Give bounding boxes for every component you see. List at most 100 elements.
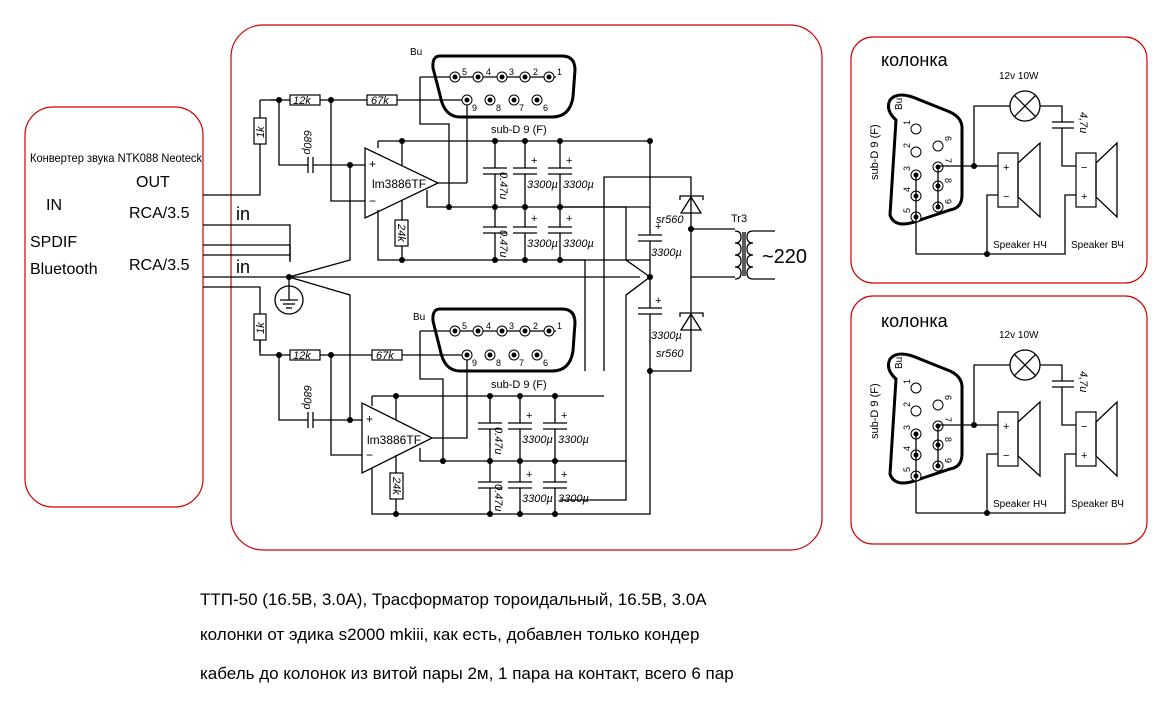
svg-text:5: 5 — [462, 321, 467, 331]
lamp-label: 12v 10W — [999, 330, 1039, 341]
capacitor-bank-2: ++ ++ 0.47u 0.47u 3300µ 3300µ 3300µ 3300… — [478, 393, 589, 517]
svg-text:9: 9 — [943, 458, 953, 463]
amp-channel-1: 1k 12k 67k 680p + − lm3886TF Bu sub-D 9 … — [253, 47, 651, 460]
svg-text:2: 2 — [902, 143, 912, 148]
diode-label: sr560 — [656, 214, 684, 226]
connector-type-label: sub-D 9 (F) — [869, 124, 881, 180]
cap-elec-label: 3300µ — [527, 238, 558, 250]
speaker-frame-1 — [850, 36, 1148, 284]
svg-text:−: − — [1003, 450, 1009, 462]
tweeter-label: Speaker ВЧ — [1071, 499, 1124, 510]
cap-elec-label: 3300µ — [558, 493, 589, 505]
svg-text:3: 3 — [509, 67, 514, 77]
transformer-label: Tr3 — [731, 213, 747, 225]
resistor-24k-label: 24k — [390, 476, 402, 495]
svg-text:−: − — [366, 448, 373, 462]
svg-text:+: + — [566, 213, 572, 225]
in-label-1: in — [236, 204, 250, 224]
in-label-2: in — [236, 257, 250, 277]
svg-text:5: 5 — [462, 67, 467, 77]
resistor-1k-label: 1k — [255, 322, 267, 334]
rca-label-2: RCA/3.5 — [129, 257, 190, 274]
svg-text:4: 4 — [902, 187, 912, 192]
cap-elec-label: 3300µ — [563, 179, 594, 191]
svg-text:1: 1 — [557, 67, 562, 77]
svg-text:7: 7 — [519, 103, 524, 113]
svg-text:8: 8 — [496, 358, 501, 368]
resistor-67k — [371, 349, 403, 361]
connector-ref-label: Bu — [413, 312, 425, 323]
resistor-24k — [394, 219, 409, 247]
svg-text:1: 1 — [902, 379, 912, 384]
svg-text:+: + — [1003, 421, 1009, 433]
resistor-67k-label: 67k — [376, 350, 394, 362]
svg-text:7: 7 — [943, 417, 953, 422]
svg-text:+: + — [531, 155, 537, 167]
svg-text:9: 9 — [472, 103, 477, 113]
woofer-label: Speaker НЧ — [993, 240, 1047, 251]
converter-frame — [24, 106, 204, 508]
svg-text:1: 1 — [557, 321, 562, 331]
svg-text:−: − — [1081, 162, 1087, 174]
opamp-label: lm3886TF — [372, 177, 426, 191]
speaker-title: колонка — [881, 50, 949, 70]
svg-text:7: 7 — [519, 358, 524, 368]
svg-text:8: 8 — [496, 103, 501, 113]
capacitor-bank-1: ++ ++ 0.47u 0.47u 3300µ 3300µ 3300µ 3300… — [483, 138, 594, 263]
svg-text:+: + — [566, 155, 572, 167]
diode-icon — [679, 312, 703, 331]
svg-text:6: 6 — [943, 395, 953, 400]
converter-title: Конвертер звука NTK088 Neoteck — [30, 151, 203, 165]
resistor-1k — [253, 117, 267, 145]
rca-label-1: RCA/3.5 — [129, 205, 190, 222]
svg-text:1: 1 — [902, 120, 912, 125]
svg-text:8: 8 — [943, 178, 953, 183]
lamp-label: 12v 10W — [999, 71, 1039, 82]
cap-film-label: 0.47u — [497, 172, 509, 200]
svg-text:+: + — [526, 410, 532, 422]
subd9-connector-1 — [431, 54, 577, 119]
speaker-block-2: колонка Bu sub-D 9 (F) 1 2 3 4 5 6 7 8 9… — [869, 311, 1124, 516]
svg-text:4: 4 — [486, 321, 491, 331]
svg-text:5: 5 — [902, 208, 912, 213]
converter-out-label: OUT — [136, 174, 170, 191]
diode-icon — [679, 195, 703, 214]
resistor-12k-label: 12k — [293, 95, 311, 107]
resistor-24k-label: 24k — [395, 223, 407, 242]
cap-elec-label: 3300µ — [522, 434, 553, 446]
resistor-67k-label: 67k — [371, 95, 389, 107]
connector-type-label: sub-D 9 (F) — [491, 124, 547, 136]
power-supply: + 3300µ + 3300µ sr560 sr560 Tr3 ~220 — [560, 138, 807, 501]
svg-text:3: 3 — [509, 321, 514, 331]
converter-block: Конвертер звука NTK088 Neoteck OUT IN RC… — [30, 151, 203, 278]
subd9-connector-2 — [431, 307, 577, 373]
cap-label: 4,7u — [1077, 112, 1089, 133]
cap-label: 4,7u — [1077, 371, 1089, 392]
svg-text:3: 3 — [902, 425, 912, 430]
resistor-12k-label: 12k — [293, 350, 311, 362]
resistor-1k-label: 1k — [255, 126, 267, 138]
connector-type-label: sub-D 9 (F) — [869, 383, 881, 439]
psu-cap-label: 3300µ — [651, 247, 682, 259]
connector-pins-2: 5 4 3 2 1 9 8 7 6 — [420, 321, 562, 368]
cap-film-label: 0.47u — [492, 427, 504, 455]
cap-elec-label: 3300µ — [522, 493, 553, 505]
svg-text:5: 5 — [902, 467, 912, 472]
psu-cap-label: 3300µ — [651, 330, 682, 342]
amp-channel-2: 1k 12k 67k 680p + − lm3886TF Bu sub-D 9 … — [253, 307, 651, 517]
woofer-label: Speaker НЧ — [993, 499, 1047, 510]
cap-elec-label: 3300µ — [527, 179, 558, 191]
connector-type-label: sub-D 9 (F) — [491, 379, 547, 391]
svg-text:3: 3 — [902, 166, 912, 171]
svg-text:9: 9 — [472, 358, 477, 368]
svg-text:+: + — [1003, 162, 1009, 174]
svg-text:−: − — [1081, 421, 1087, 433]
svg-text:4: 4 — [902, 446, 912, 451]
tweeter-label: Speaker ВЧ — [1071, 240, 1124, 251]
svg-text:8: 8 — [943, 437, 953, 442]
cap-elec-label: 3300µ — [563, 238, 594, 250]
diode-label: sr560 — [656, 348, 684, 360]
svg-text:+: + — [561, 410, 567, 422]
transformer-icon — [734, 230, 742, 280]
